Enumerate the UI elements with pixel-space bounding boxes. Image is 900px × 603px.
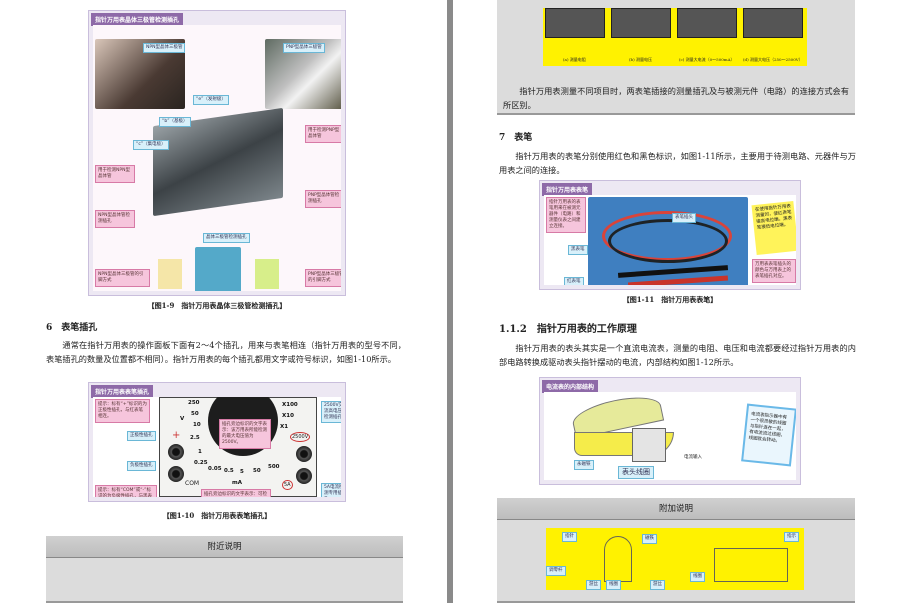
top-note-box: (a) 测量电阻 (b) 测量电压 (c) 测量大电流（0～500mA） (d)… [497, 0, 855, 115]
label: 表笔插头 [672, 213, 696, 223]
label: 指示 [784, 532, 799, 542]
diagram-label: (b) 测量电压 [629, 57, 652, 62]
label: 万用表表笔插头的颜色与万用表上的表笔插孔对应。 [752, 259, 796, 283]
figure-title: 指针万用表晶体三极管检测插孔 [91, 13, 184, 26]
section-heading: 6 表笔插孔 [46, 323, 98, 333]
label: 表头线圈 [618, 466, 654, 479]
note-card: 电流表指示器中有一个很灵敏的线圈与指针连在一起，有电流流过线圈，线圈就会转动。 [741, 403, 796, 467]
5a-jack[interactable] [296, 468, 312, 484]
dial-scale-label: 0.25 [194, 460, 208, 466]
label: 提示：标有“COM”或“-”标识的为负极性插孔，与黑表笔相连。 [95, 485, 157, 497]
diagram-label: (c) 测量大电流（0～500mA） [679, 57, 735, 62]
pnp-symbol [255, 259, 279, 289]
figure-title: 指针万用表表笔插孔 [91, 385, 154, 398]
label: 指针万用表的表笔用来在被测元器件（电路）和测量仪表之间建立连接。 [546, 197, 586, 233]
label: 晶体三极管检测插孔 [203, 233, 250, 243]
page-divider [447, 0, 453, 603]
label: 指针 [562, 532, 577, 542]
label: PNP型晶体三极管 [283, 43, 325, 53]
5a-mark: 5A [282, 480, 293, 490]
dial-scale-label: 250 [188, 400, 200, 406]
label: 调零杆 [546, 566, 566, 576]
label: “c”（集电极） [133, 140, 169, 150]
dial-scale-label: X100 [282, 402, 298, 408]
note-title: 附近说明 [46, 536, 403, 558]
figure-title: 指针万用表表笔 [542, 183, 593, 196]
dial-scale-label: 5 [240, 469, 244, 475]
figure-caption: 【图1-9 指针万用表晶体三极管检测插孔】 [147, 301, 287, 310]
label: NPN型晶体三极管 [143, 43, 186, 53]
figure-1-10: 指针万用表表笔插孔 250 50 10 2.5 1 0.25 0.05 0.5 … [88, 382, 346, 520]
label: PNP型晶体三极管的引脚方式 [305, 269, 341, 287]
dial-scale-label: 0.05 [208, 466, 222, 472]
label: PNP型晶体管检测插孔 [305, 190, 341, 208]
figure-1-11: 指针万用表表笔 指针万用表的表笔用来在被测元器件（电路）和测量仪表之间建立连接。… [539, 180, 801, 304]
label: 线圈 [690, 572, 705, 582]
dial-scale-label: 0.5 [224, 468, 234, 474]
label: 插孔旁边标识的文字表示：可检测的最大电流为5A。 [201, 489, 271, 497]
dial-scale-label: 1 [198, 449, 202, 455]
section-heading: 1.1.2 指针万用表的工作原理 [499, 324, 637, 335]
label: 红表笔 [564, 277, 584, 285]
label: NPN型晶体三极管的引脚方式 [95, 269, 150, 287]
test-leads-photo [588, 197, 748, 285]
paragraph: 指针万用表的表头其实是一个直流电流表，测量的电阻、电压和电流都要经过指针万用表的… [499, 343, 856, 367]
label: 永磁铁 [574, 460, 594, 470]
section-heading: 7 表笔 [499, 133, 533, 143]
meter-mechanism-diagram: 指针 磁铁 调零杆 游丝 线圈 游丝 线圈 指示 [546, 528, 804, 590]
label: 提示：标有“+”标识的为正极性插孔，与红表笔相连。 [95, 399, 150, 423]
label: 正极性插孔 [127, 431, 156, 441]
figure-1-12: 电流表的内部结构 永磁铁 表头线圈 电流输入 电流表指示器中有一个很灵敏的线圈与… [539, 377, 801, 485]
measurement-diagrams: (a) 测量电阻 (b) 测量电压 (c) 测量大电流（0～500mA） (d)… [543, 8, 807, 66]
paragraph: 通常在指针万用表的操作面板下面有2～4个插孔，用来与表笔相连（指针万用表的型号不… [46, 340, 406, 364]
plus-mark: + [172, 430, 181, 441]
plus-jack[interactable] [168, 444, 184, 460]
sticky-note: 在使用指针万用表测量时，使红表笔接高电位端，黑表笔接低电位端。 [751, 200, 796, 256]
diagram-label: (d) 测量大电压（250～2500V） [743, 57, 803, 62]
dial-scale-label: 50 [253, 468, 261, 474]
paragraph: 指针万用表测量不同项目时，两表笔插接的测量插孔及与被测元件（电路）的连接方式会有… [503, 86, 849, 110]
dial-scale-label: 10 [193, 422, 201, 428]
coil [632, 428, 666, 462]
label: 游丝 [650, 580, 665, 590]
dial-scale-label: 50 [191, 411, 199, 417]
diagram-label: (a) 测量电阻 [563, 57, 586, 62]
label: 用于检测NPN型晶体管 [95, 165, 135, 183]
paragraph: 指针万用表的表笔分别使用红色和黑色标识，如图1-11所示，主要用于待测电路、元器… [499, 151, 856, 175]
npn-symbol [158, 259, 182, 289]
left-page: 指针万用表晶体三极管检测插孔 NPN型晶体三极管 PNP型晶体三极管 “e”（发… [0, 0, 447, 603]
label: 负极性插孔 [127, 461, 156, 471]
figure-1-9: 指针万用表晶体三极管检测插孔 NPN型晶体三极管 PNP型晶体三极管 “e”（发… [88, 10, 346, 310]
label: NPN型晶体管检测插孔 [95, 210, 135, 228]
note-title: 附加说明 [497, 498, 855, 520]
label: 磁铁 [642, 534, 657, 544]
figure-title: 电流表的内部结构 [542, 380, 599, 393]
dial-unit-ma: mA [232, 480, 242, 486]
socket-diagram [195, 247, 241, 291]
figure-caption: 【图1-10 指针万用表表笔插孔】 [162, 511, 272, 520]
label: “e”（发射极） [193, 95, 229, 105]
right-page: (a) 测量电阻 (b) 测量电压 (c) 测量大电流（0～500mA） (d)… [453, 0, 900, 603]
note-box: 附加说明 指针 磁铁 调零杆 游丝 线圈 游丝 线圈 指示 [497, 498, 855, 603]
label: 5A电流检测专用插孔 [321, 483, 341, 497]
figure-caption: 【图1-11 指针万用表表笔】 [622, 295, 718, 304]
com-mark: COM [185, 480, 200, 487]
com-jack[interactable] [168, 466, 184, 482]
note-box: 附近说明 [46, 536, 403, 603]
label: 游丝 [586, 580, 601, 590]
dial-scale-label: 500 [268, 464, 280, 470]
2500v-mark: 2500V [290, 432, 311, 442]
label: 黑表笔 [568, 245, 588, 255]
2500v-jack[interactable] [296, 446, 312, 462]
dial-scale-label: X10 [282, 413, 294, 419]
dial-scale-label: 2.5 [190, 435, 200, 441]
label: 插孔旁边标识的文字表示：该万用表所能检测的最大电压值为2500V。 [219, 419, 271, 449]
label: 线圈 [606, 580, 621, 590]
dial-scale-label: X1 [280, 424, 289, 430]
label: “b”（基极） [159, 117, 191, 127]
label: 电流输入 [684, 455, 702, 460]
label: 用于检测PNP型晶体管 [305, 125, 341, 143]
label: 2500V交流高电压检测插孔 [321, 401, 341, 423]
dial-unit-v: V [180, 416, 185, 422]
